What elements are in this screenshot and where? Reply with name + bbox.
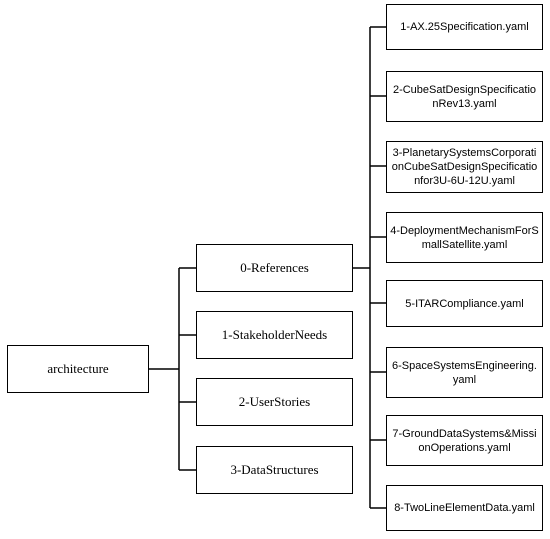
node-ref-cubesat-design-spec: 2-CubeSatDesignSpecificationRev13.yaml bbox=[386, 71, 543, 122]
node-ref-two-line-element-data-label: 8-TwoLineElementData.yaml bbox=[394, 502, 535, 514]
node-ref-ground-data-systems-label: 7-GroundDataSystems&MissionOperations.ya… bbox=[392, 427, 537, 454]
node-architecture-label: architecture bbox=[47, 361, 109, 376]
node-0-references: 0-References bbox=[196, 244, 353, 292]
node-ref-ax25-specification-label: 1-AX.25Specification.yaml bbox=[400, 21, 529, 33]
node-ref-deployment-mechanism: 4-DeploymentMechanismForSmallSatellite.y… bbox=[386, 212, 543, 263]
node-2-user-stories-label: 2-UserStories bbox=[238, 394, 311, 409]
node-ref-itar-compliance: 5-ITARCompliance.yaml bbox=[386, 280, 543, 327]
node-ref-cubesat-design-spec-label: 2-CubeSatDesignSpecificationRev13.yaml bbox=[392, 83, 537, 110]
node-3-data-structures: 3-DataStructures bbox=[196, 446, 353, 494]
node-2-user-stories: 2-UserStories bbox=[196, 378, 353, 426]
node-ref-space-systems-engineering: 6-SpaceSystemsEngineering.yaml bbox=[386, 347, 543, 398]
node-ref-ground-data-systems: 7-GroundDataSystems&MissionOperations.ya… bbox=[386, 415, 543, 466]
node-ref-itar-compliance-label: 5-ITARCompliance.yaml bbox=[405, 297, 524, 310]
node-ref-ax25-specification: 1-AX.25Specification.yaml bbox=[386, 4, 543, 50]
node-ref-planetary-systems-corp: 3-PlanetarySystemsCorporationCubeSatDesi… bbox=[386, 141, 543, 193]
node-ref-planetary-systems-corp-label: 3-PlanetarySystemsCorporationCubeSatDesi… bbox=[391, 147, 538, 187]
node-ref-two-line-element-data: 8-TwoLineElementData.yaml bbox=[386, 485, 543, 531]
node-0-references-label: 0-References bbox=[240, 260, 309, 275]
node-architecture: architecture bbox=[7, 345, 149, 393]
node-3-data-structures-label: 3-DataStructures bbox=[230, 462, 319, 477]
node-ref-space-systems-engineering-label: 6-SpaceSystemsEngineering.yaml bbox=[392, 359, 537, 386]
node-1-stakeholder-needs-label: 1-StakeholderNeeds bbox=[221, 327, 328, 342]
node-ref-deployment-mechanism-label: 4-DeploymentMechanismForSmallSatellite.y… bbox=[390, 224, 539, 251]
node-1-stakeholder-needs: 1-StakeholderNeeds bbox=[196, 311, 353, 359]
